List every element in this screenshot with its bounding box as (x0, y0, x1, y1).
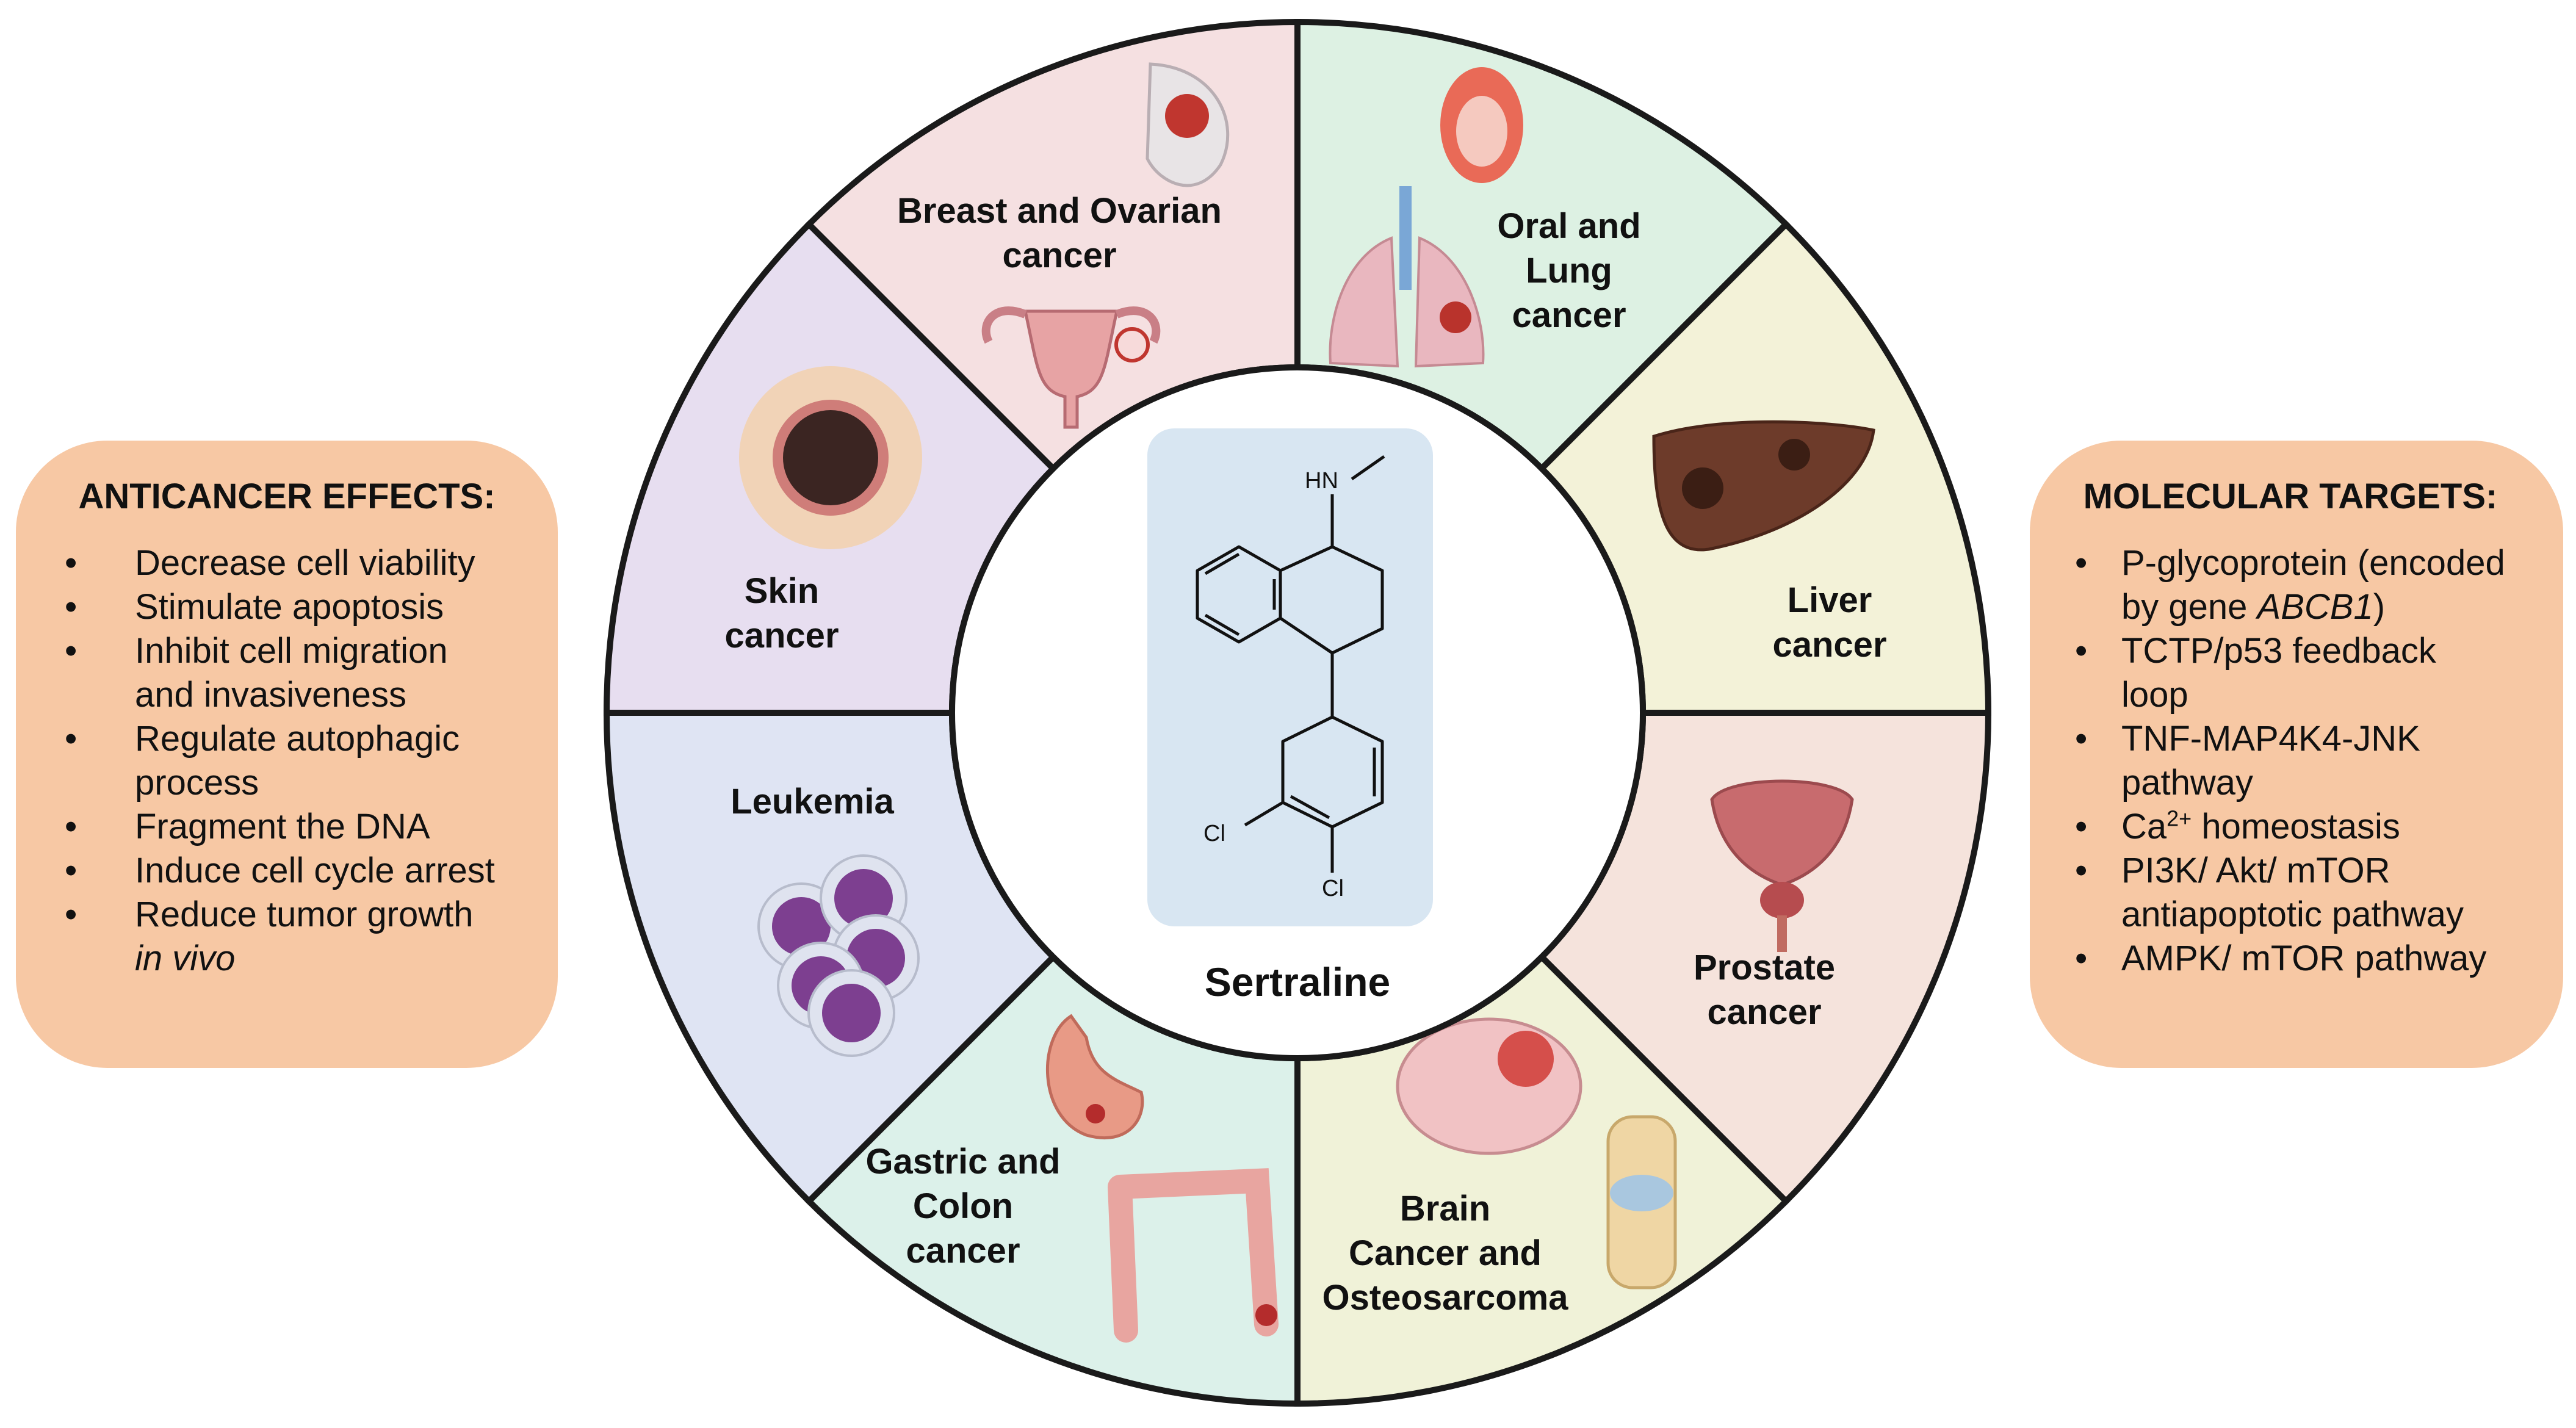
mouth-inner (1456, 96, 1507, 167)
effect-line: Reduce tumor growth (135, 895, 474, 934)
effect-line: process (135, 763, 259, 802)
target-line: PI3K/ Akt/ mTOR (2121, 851, 2390, 890)
left-lung (1329, 236, 1399, 368)
breast-tumor (1165, 94, 1209, 138)
effect-item: Decrease cell viability (16, 541, 533, 585)
effect-item: Induce cell cycle arrest (16, 849, 533, 893)
effect-line: Inhibit cell migration (135, 631, 448, 671)
effect-line: Fragment the DNA (135, 807, 430, 846)
molecular-targets-box: MOLECULAR TARGETS: P-glycoprotein (encod… (2030, 441, 2563, 1068)
melanoma-lesion (783, 410, 878, 505)
urethra (1777, 915, 1787, 952)
target-line: ) (2373, 587, 2386, 627)
sertraline-structure (1196, 455, 1385, 873)
colon-illustration (1108, 1168, 1279, 1343)
target-line: TCTP/p53 feedback (2121, 631, 2436, 671)
effect-line: Regulate autophagic (135, 719, 460, 759)
uterus-illustration (1023, 309, 1119, 429)
target-line: by gene (2121, 587, 2257, 627)
leukemia-cell-nucleus (822, 984, 881, 1042)
ovary-tumor (1114, 327, 1150, 362)
target-item: P-glycoprotein (encoded by gene ABCB1) (2030, 541, 2551, 629)
effect-item: Stimulate apoptosis (16, 585, 533, 629)
brain-tumor (1498, 1031, 1554, 1087)
colon-tumor (1255, 1304, 1277, 1326)
liver-lesion (1778, 439, 1810, 471)
target-line: pathway (2121, 763, 2254, 802)
target-gene: ABCB1 (2257, 587, 2373, 627)
trachea-illustration (1399, 186, 1412, 290)
brain-illustration (1396, 1017, 1582, 1155)
effect-line: in vivo (135, 939, 236, 978)
effect-line: and invasiveness (135, 675, 406, 715)
stomach-illustration (1045, 1014, 1144, 1140)
atom-cl1-label: Cl (1203, 821, 1225, 846)
leukemia-cell-nucleus (772, 897, 831, 956)
atom-hn-label: HN (1305, 468, 1338, 494)
target-line: antiapoptotic pathway (2121, 895, 2464, 934)
target-line: Ca (2121, 807, 2167, 846)
target-line: AMPK/ mTOR pathway (2121, 939, 2487, 978)
molecular-targets-list: P-glycoprotein (encoded by gene ABCB1) T… (2030, 541, 2551, 981)
effect-item: Fragment the DNA (16, 805, 533, 849)
effect-line: Induce cell cycle arrest (135, 851, 495, 890)
molecular-targets-title: MOLECULAR TARGETS: (2083, 477, 2498, 516)
anticancer-effects-box: ANTICANCER EFFECTS: Decrease cell viabil… (16, 441, 558, 1068)
target-line: homeostasis (2192, 807, 2400, 846)
fallopian-tubes (981, 306, 1161, 344)
liver-illustration (1652, 420, 1875, 552)
wheel-illustrations (739, 62, 1875, 1343)
effect-item: Regulate autophagic process (16, 717, 533, 805)
target-line: P-glycoprotein (encoded (2121, 543, 2505, 583)
right-lung (1414, 236, 1485, 368)
atom-cl2-label: Cl (1322, 876, 1344, 901)
effect-line: Stimulate apoptosis (135, 587, 444, 627)
effect-line: Decrease cell viability (135, 543, 475, 583)
liver-lesion (1682, 467, 1723, 509)
anticancer-effects-title: ANTICANCER EFFECTS: (78, 477, 496, 516)
target-superscript: 2+ (2167, 806, 2192, 831)
target-line: TNF-MAP4K4-JNK (2121, 719, 2420, 759)
target-item: TCTP/p53 feedback loop (2030, 629, 2551, 717)
target-line: loop (2121, 675, 2188, 715)
target-item: TNF-MAP4K4-JNK pathway (2030, 717, 2551, 805)
target-item: PI3K/ Akt/ mTOR antiapoptotic pathway (2030, 849, 2551, 937)
molecule-panel (1147, 428, 1433, 926)
drug-name-label: Sertraline (1205, 959, 1390, 1004)
target-item: AMPK/ mTOR pathway (2030, 937, 2551, 981)
knee-joint (1610, 1175, 1673, 1211)
target-item: Ca2+ homeostasis (2030, 805, 2551, 849)
effect-item: Reduce tumor growth in vivo (16, 893, 533, 981)
lung-tumor (1440, 301, 1471, 333)
bladder-illustration (1710, 779, 1854, 887)
segment-label-leukemia: Leukemia (731, 782, 894, 821)
prostate-gland (1760, 882, 1804, 918)
leukemia-cell-nucleus (834, 869, 893, 928)
stomach-tumor (1086, 1104, 1105, 1123)
anticancer-effects-list: Decrease cell viabilityStimulate apoptos… (16, 541, 533, 981)
